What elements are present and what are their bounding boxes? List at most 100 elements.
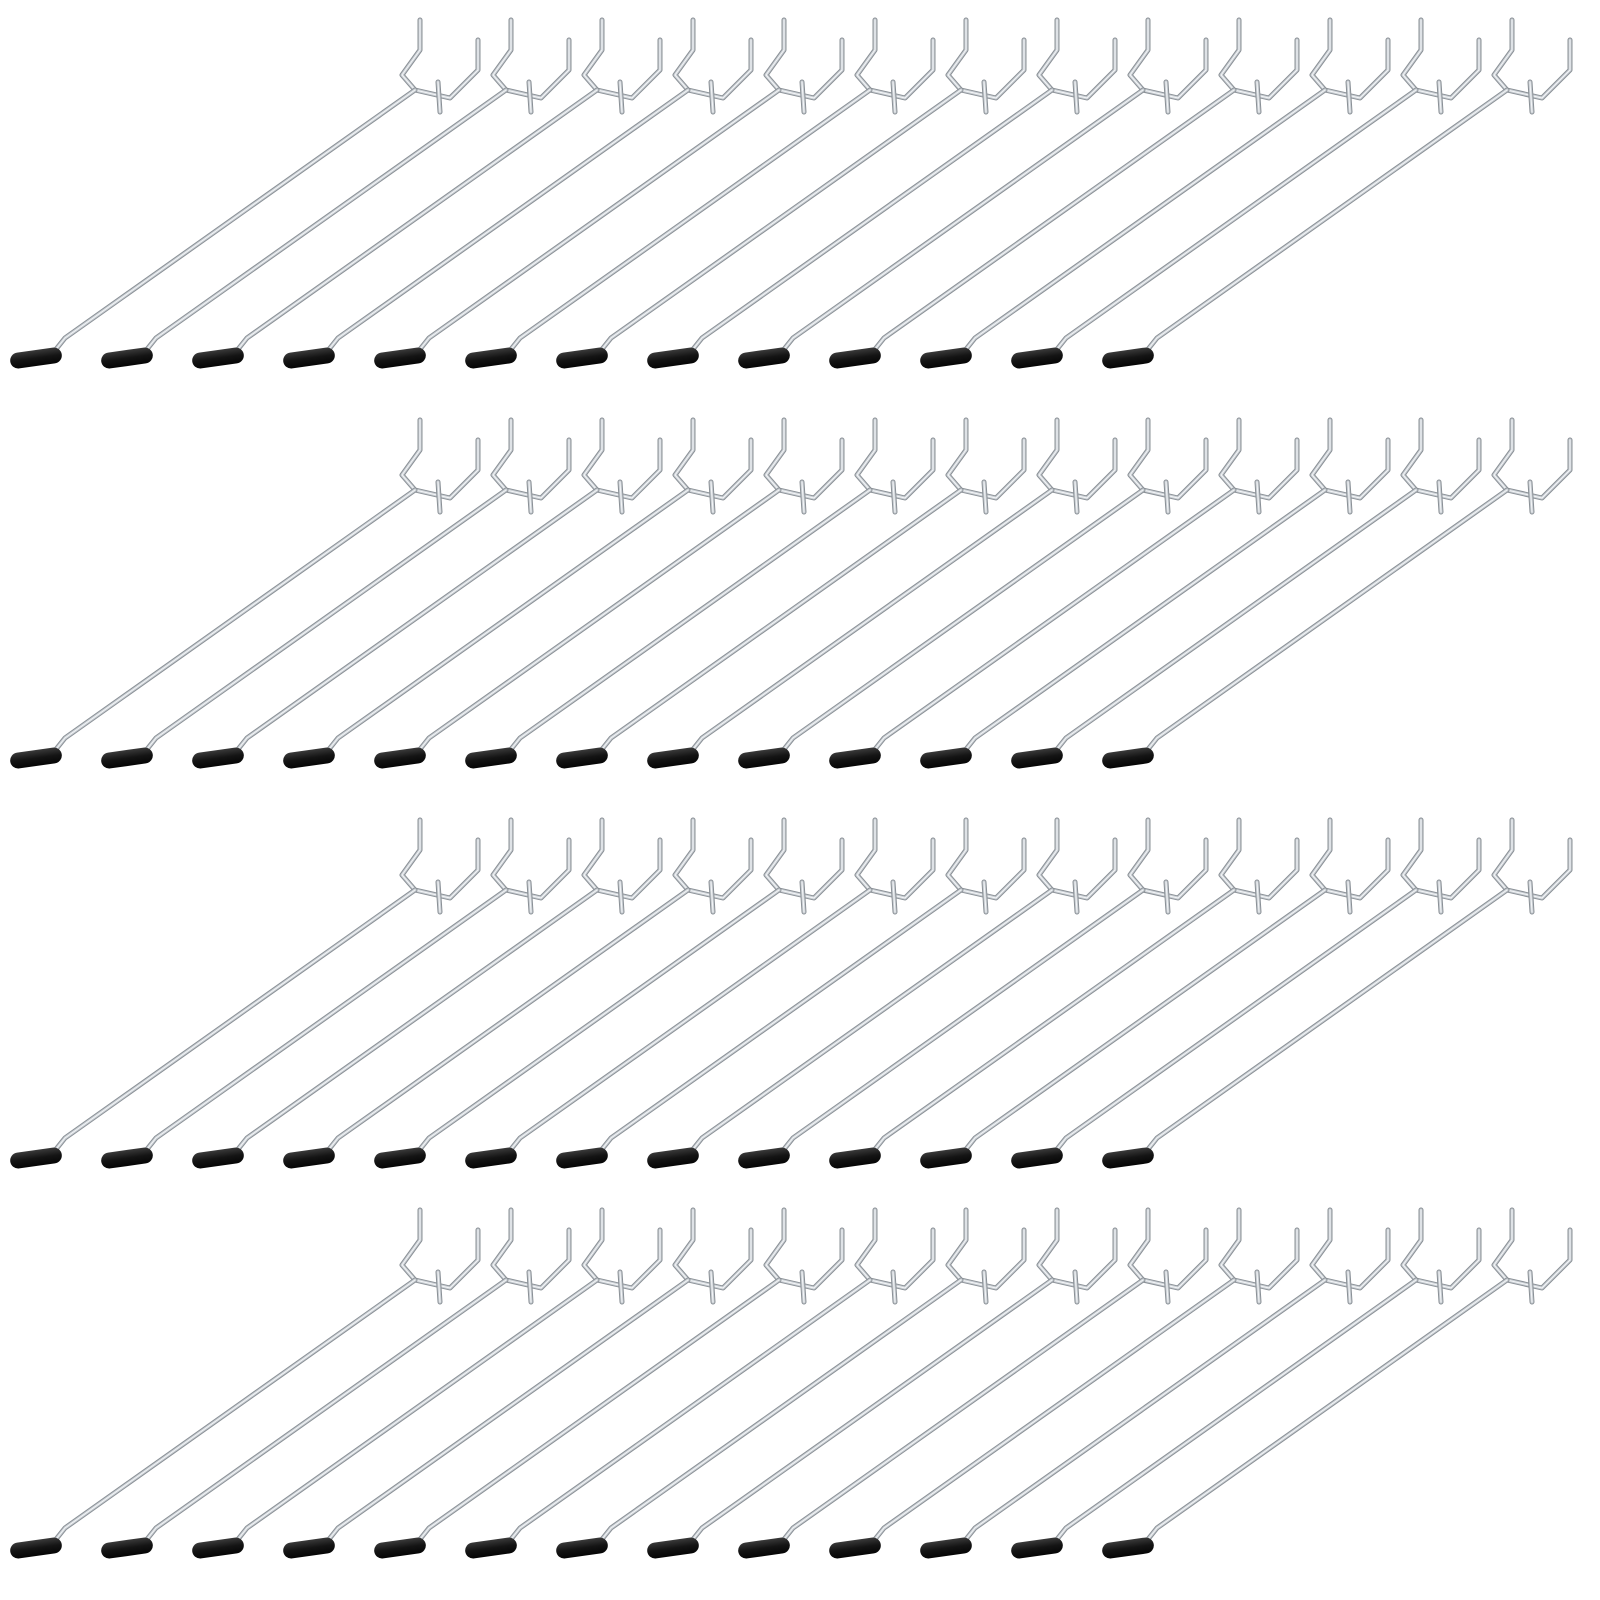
hook-tip <box>556 1147 608 1169</box>
pegboard-hook <box>647 17 1118 369</box>
pegboard-hook <box>192 417 663 769</box>
pegboard-hook <box>738 417 1209 769</box>
pegboard-hook <box>1011 17 1482 369</box>
hook-tip <box>1011 1147 1063 1169</box>
hook-tip <box>829 1147 881 1169</box>
pegboard-hook <box>374 1207 845 1559</box>
pegboard-hook <box>283 17 754 369</box>
pegboard-hook <box>283 417 754 769</box>
hook-tip <box>647 1147 699 1169</box>
pegboard-hook <box>374 17 845 369</box>
hook-tip <box>10 1537 62 1559</box>
pegboard-hook <box>1102 1207 1573 1559</box>
hook-tip <box>465 747 517 769</box>
pegboard-hook <box>465 1207 936 1559</box>
hook-tip <box>283 1537 335 1559</box>
hooks-layer <box>10 17 1573 1559</box>
hook-tip <box>829 1537 881 1559</box>
hook-tip <box>192 347 244 369</box>
pegboard-hook <box>283 817 754 1169</box>
hook-tip <box>556 347 608 369</box>
hook-tip <box>283 347 335 369</box>
pegboard-hook <box>920 1207 1391 1559</box>
hook-tip <box>101 347 153 369</box>
hook-tip <box>829 347 881 369</box>
pegboard-hook <box>556 817 1027 1169</box>
pegboard-hook <box>647 817 1118 1169</box>
hook-tip <box>374 747 426 769</box>
hook-tip <box>556 747 608 769</box>
pegboard-hook <box>556 17 1027 369</box>
pegboard-hook <box>920 817 1391 1169</box>
pegboard-hook <box>101 417 572 769</box>
pegboard-hook <box>829 1207 1300 1559</box>
hook-tip <box>1102 347 1154 369</box>
pegboard-hook <box>10 417 481 769</box>
pegboard-hook <box>374 817 845 1169</box>
pegboard-hook <box>465 817 936 1169</box>
hook-tip <box>465 1147 517 1169</box>
hook-tip <box>10 1147 62 1169</box>
hook-tip <box>738 747 790 769</box>
hook-tip <box>374 1147 426 1169</box>
hook-tip <box>10 347 62 369</box>
hook-tip <box>374 1537 426 1559</box>
pegboard-hook <box>101 817 572 1169</box>
pegboard-hook <box>1102 17 1573 369</box>
pegboard-hook <box>10 17 481 369</box>
pegboard-hook <box>738 1207 1209 1559</box>
pegboard-hook <box>465 17 936 369</box>
pegboard-hook <box>1011 817 1482 1169</box>
hook-tip <box>1102 1537 1154 1559</box>
hook-tip <box>374 347 426 369</box>
hook-tip <box>101 1147 153 1169</box>
hook-tip <box>556 1537 608 1559</box>
hook-tip <box>192 747 244 769</box>
pegboard-hook <box>647 417 1118 769</box>
hook-tip <box>738 1537 790 1559</box>
pegboard-hook <box>829 417 1300 769</box>
pegboard-hook <box>829 817 1300 1169</box>
pegboard-hook <box>1011 417 1482 769</box>
hook-tip <box>738 1147 790 1169</box>
pegboard-hook <box>738 817 1209 1169</box>
pegboard-hook <box>1102 817 1573 1169</box>
pegboard-hook <box>829 17 1300 369</box>
pegboard-hook <box>1102 417 1573 769</box>
pegboard-hook <box>738 17 1209 369</box>
hook-tip <box>1011 747 1063 769</box>
hook-tip <box>465 347 517 369</box>
hook-tip <box>192 1147 244 1169</box>
pegboard-hook <box>465 417 936 769</box>
hook-tip <box>647 747 699 769</box>
hook-tip <box>283 1147 335 1169</box>
pegboard-hook <box>101 1207 572 1559</box>
hook-tip <box>920 1537 972 1559</box>
hook-tip <box>1102 747 1154 769</box>
pegboard-hook <box>283 1207 754 1559</box>
pegboard-hook <box>556 1207 1027 1559</box>
pegboard-hook <box>192 17 663 369</box>
hook-tip <box>738 347 790 369</box>
pegboard-hook <box>1011 1207 1482 1559</box>
pegboard-hook <box>556 417 1027 769</box>
hook-tip <box>10 747 62 769</box>
hook-tip <box>192 1537 244 1559</box>
hook-tip <box>465 1537 517 1559</box>
hook-tip <box>647 347 699 369</box>
pegboard-hook <box>192 817 663 1169</box>
hook-tip <box>1011 347 1063 369</box>
pegboard-hook <box>10 817 481 1169</box>
hook-tip <box>1011 1537 1063 1559</box>
pegboard-hook <box>374 417 845 769</box>
pegboard-hook <box>920 417 1391 769</box>
hook-tip <box>920 747 972 769</box>
pegboard-hook <box>647 1207 1118 1559</box>
hook-tip <box>1102 1147 1154 1169</box>
pegboard-hook <box>101 17 572 369</box>
hook-tip <box>101 1537 153 1559</box>
hook-tip <box>920 347 972 369</box>
hook-tip <box>920 1147 972 1169</box>
